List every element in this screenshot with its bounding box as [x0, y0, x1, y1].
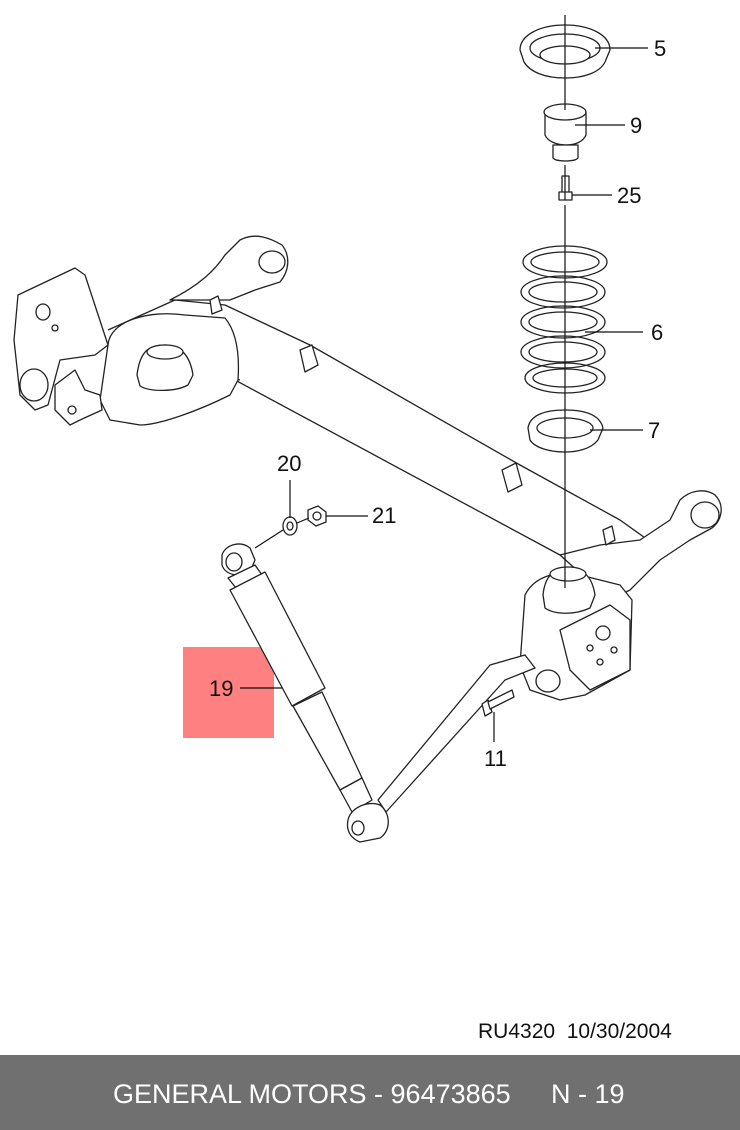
- part-6-coil-spring: [520, 245, 608, 394]
- footer-page-ref: N - 19: [551, 1079, 625, 1109]
- callout-9: 9: [630, 113, 642, 138]
- rear-axle-beam: [13, 235, 722, 701]
- part-9-bump-stop: [543, 103, 587, 162]
- callout-19: 19: [209, 676, 233, 701]
- callout-11: 11: [484, 746, 507, 771]
- footer-bar: GENERAL MOTORS - 96473865 N - 19: [0, 1055, 740, 1130]
- callout-21: 21: [372, 503, 396, 528]
- part-20-washer: [282, 516, 298, 536]
- leader-lines: [240, 15, 648, 742]
- callout-6: 6: [651, 320, 663, 345]
- callout-5: 5: [654, 36, 666, 61]
- lateral-rod: [377, 654, 536, 813]
- callout-25: 25: [617, 183, 641, 208]
- part-21-nut: [307, 505, 327, 527]
- drawing-reference-code: RU4320 10/30/2004: [478, 1020, 672, 1043]
- suspension-diagram: 5 9 25 6 7 20 21 19 11: [13, 15, 722, 843]
- footer-part-number: GENERAL MOTORS - 96473865: [113, 1079, 511, 1109]
- part-11-bolt: [481, 689, 515, 717]
- callout-20: 20: [277, 451, 301, 476]
- callout-7: 7: [648, 418, 660, 443]
- part-19-highlight: [183, 647, 274, 738]
- part-19-shock-absorber: [221, 543, 389, 843]
